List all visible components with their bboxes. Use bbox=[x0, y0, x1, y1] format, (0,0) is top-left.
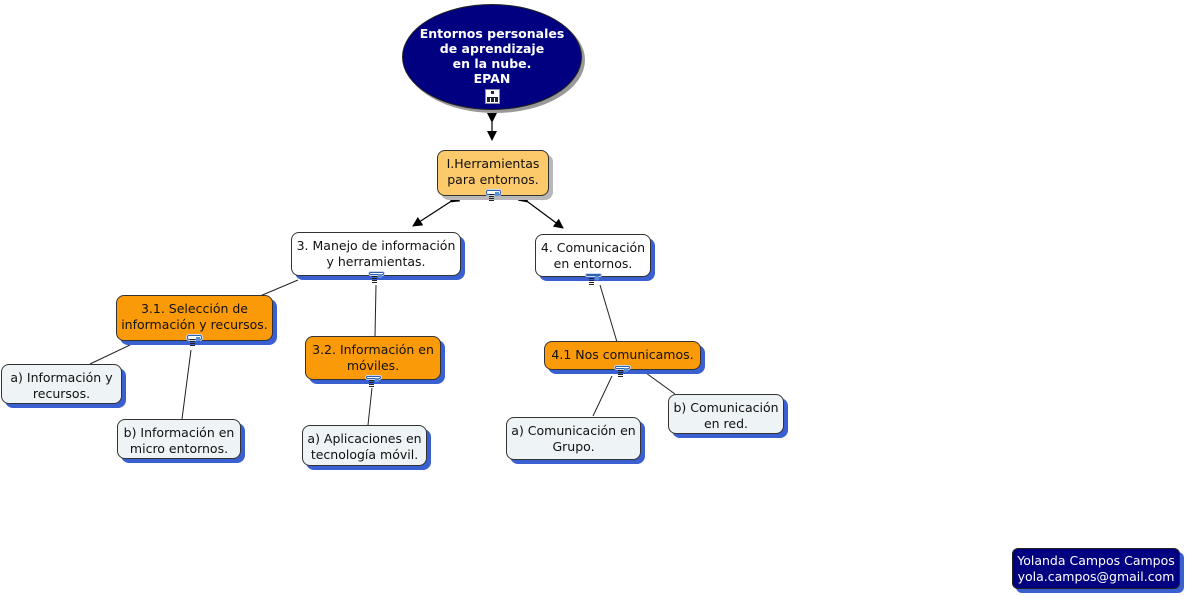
link-seleccion-info bbox=[89, 344, 131, 365]
node-label: b) Información en bbox=[123, 425, 235, 440]
node-label: 4. Comunicación bbox=[540, 240, 646, 255]
link-herramientas-manejo bbox=[412, 192, 461, 227]
link-manejo-seleccion bbox=[259, 279, 299, 297]
node-label: Grupo. bbox=[552, 439, 595, 454]
node-label: información y recursos. bbox=[121, 317, 268, 332]
node-label: a) Comunicación en bbox=[511, 423, 636, 438]
org-chart-icon[interactable] bbox=[484, 89, 500, 104]
node-label: tecnología móvil. bbox=[310, 447, 419, 462]
document-icon[interactable] bbox=[485, 190, 501, 202]
author-name: Yolanda Campos Campos bbox=[1017, 553, 1175, 568]
node-label: 3.2. Información en bbox=[312, 342, 434, 357]
link-nos-grupo bbox=[592, 375, 613, 417]
node-label: en red. bbox=[703, 416, 749, 431]
node-label: a) Aplicaciones en bbox=[307, 431, 422, 446]
link-herramientas-comunicacion bbox=[517, 192, 564, 229]
node-aplicaciones[interactable]: a) Aplicaciones en tecnología móvil. bbox=[302, 425, 427, 466]
node-label: recursos. bbox=[32, 386, 91, 401]
node-grupo[interactable]: a) Comunicación en Grupo. bbox=[506, 417, 641, 460]
node-label: micro entornos. bbox=[129, 441, 229, 456]
node-label: 4.1 Nos comunicamos. bbox=[551, 347, 694, 362]
document-icon[interactable] bbox=[365, 376, 381, 388]
node-label: I.Herramientas bbox=[446, 156, 540, 171]
document-icon[interactable] bbox=[585, 274, 601, 286]
root-node[interactable]: Entornos personales de aprendizaje en la… bbox=[402, 4, 582, 110]
node-label: 3.1. Selección de bbox=[140, 301, 248, 316]
node-red[interactable]: b) Comunicación en red. bbox=[668, 394, 784, 434]
node-manejo[interactable]: 3. Manejo de información y herramientas. bbox=[291, 232, 461, 284]
node-micro-entornos[interactable]: b) Información en micro entornos. bbox=[117, 419, 241, 459]
root-line: en la nube. bbox=[452, 56, 532, 71]
document-icon[interactable] bbox=[615, 366, 630, 378]
document-icon[interactable] bbox=[187, 335, 202, 347]
node-info-recursos[interactable]: a) Información y recursos. bbox=[1, 364, 122, 404]
node-label: móviles. bbox=[346, 358, 400, 373]
node-seleccion[interactable]: 3.1. Selección de información y recursos… bbox=[116, 295, 273, 347]
node-comunicacion[interactable]: 4. Comunicación en entornos. bbox=[535, 234, 651, 286]
root-line: de aprendizaje bbox=[439, 41, 545, 56]
link-moviles-aplicaciones bbox=[367, 387, 373, 426]
link-seleccion-micro bbox=[181, 349, 192, 420]
node-label: en entornos. bbox=[553, 256, 633, 271]
root-line: Entornos personales bbox=[419, 26, 565, 41]
node-moviles[interactable]: 3.2. Información en móviles. bbox=[305, 336, 441, 388]
link-nos-red bbox=[645, 372, 676, 395]
node-label: y herramientas. bbox=[326, 254, 426, 269]
node-label: a) Información y bbox=[10, 370, 113, 385]
root-line: EPAN bbox=[473, 71, 511, 86]
node-label: para entornos. bbox=[447, 172, 539, 187]
node-label: b) Comunicación bbox=[673, 400, 779, 415]
author-email: yola.campos@gmail.com bbox=[1017, 569, 1175, 584]
node-herramientas[interactable]: I.Herramientas para entornos. bbox=[437, 150, 549, 202]
node-nos-comunicamos[interactable]: 4.1 Nos comunicamos. bbox=[544, 341, 701, 378]
link-manejo-moviles bbox=[374, 284, 377, 337]
link-comunicacion-nos bbox=[599, 284, 618, 343]
node-label: 3. Manejo de información bbox=[296, 238, 456, 253]
document-icon[interactable] bbox=[368, 272, 384, 284]
author-credit: Yolanda Campos Campos yola.campos@gmail.… bbox=[1012, 548, 1180, 589]
